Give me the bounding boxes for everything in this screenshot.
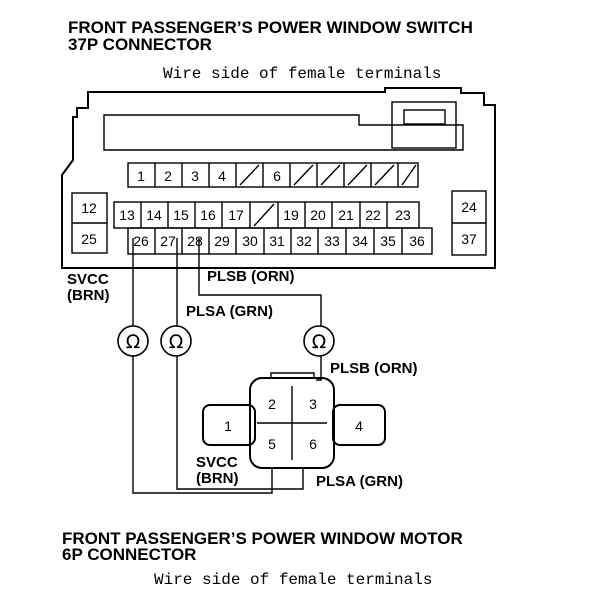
switch-title-line1: FRONT PASSENGER’S POWER WINDOW SWITCH <box>68 18 473 37</box>
svcc-label: SVCC <box>67 271 109 288</box>
plsa-label-top: PLSA (GRN) <box>186 303 273 320</box>
pin-13: 13 <box>119 207 135 223</box>
switch-subtitle: Wire side of female terminals <box>163 65 441 83</box>
pin-6: 6 <box>273 168 281 184</box>
empty-cavity-7 <box>293 164 314 186</box>
pin-15: 15 <box>173 207 189 223</box>
pin-31: 31 <box>269 233 285 249</box>
motor-pin-6: 6 <box>309 436 317 452</box>
pin-35: 35 <box>380 233 396 249</box>
pin-29: 29 <box>214 233 230 249</box>
switch-title-line2: 37P CONNECTOR <box>68 35 212 54</box>
pin-17: 17 <box>228 207 244 223</box>
motor-title-line2: 6P CONNECTOR <box>62 545 196 564</box>
pin-20: 20 <box>310 207 326 223</box>
switch-connector-latch <box>391 101 457 149</box>
empty-cavity-10 <box>374 164 395 186</box>
ohmmeter-svcc: Ω <box>117 325 149 357</box>
pin-22: 22 <box>365 207 381 223</box>
pin-16: 16 <box>200 207 216 223</box>
svcc-color-label: (BRN) <box>67 287 110 304</box>
pin-24: 24 <box>461 199 477 215</box>
ohmmeter-plsb: Ω <box>303 325 335 357</box>
pin-2: 2 <box>164 168 172 184</box>
pin-33: 33 <box>324 233 340 249</box>
pin-4: 4 <box>218 168 226 184</box>
pin-3: 3 <box>191 168 199 184</box>
empty-cavity-11 <box>401 164 417 186</box>
pin-14: 14 <box>146 207 162 223</box>
motor-connector-key <box>270 372 315 378</box>
motor-pin-3: 3 <box>309 396 317 412</box>
svcc-color-label-bottom: (BRN) <box>196 470 239 487</box>
empty-cavity-18 <box>253 203 275 227</box>
pin-34: 34 <box>352 233 368 249</box>
pin-32: 32 <box>296 233 312 249</box>
switch-connector-latch-window <box>403 109 446 125</box>
pin-27: 27 <box>160 233 176 249</box>
motor-connector-body <box>249 377 335 469</box>
motor-pin-4: 4 <box>355 418 363 434</box>
ohm-symbol-icon: Ω <box>312 331 327 353</box>
pin-37: 37 <box>461 231 477 247</box>
switch-connector-inner-shell <box>103 114 464 151</box>
pin-21: 21 <box>338 207 354 223</box>
pin-28: 28 <box>187 233 203 249</box>
switch-connector-37p: 1 2 3 4 6 12 25 13 14 15 16 17 19 20 <box>61 87 496 269</box>
pin-26: 26 <box>133 233 149 249</box>
motor-pin-1: 1 <box>224 418 232 434</box>
ohmmeter-plsa: Ω <box>160 325 192 357</box>
motor-title-line1: FRONT PASSENGER’S POWER WINDOW MOTOR <box>62 529 463 548</box>
ohm-symbol-icon: Ω <box>169 331 184 353</box>
bottom-pin-row <box>127 227 433 255</box>
plsa-wire <box>176 238 304 490</box>
svcc-label-bottom: SVCC <box>196 454 238 471</box>
svcc-wire <box>132 238 273 494</box>
pin-25: 25 <box>81 231 97 247</box>
plsb-wire <box>198 238 322 381</box>
switch-connector-housing <box>61 87 496 269</box>
motor-subtitle: Wire side of female terminals <box>154 571 432 589</box>
plsa-label-bottom: PLSA (GRN) <box>316 473 403 490</box>
motor-connector-6p: 1 2 3 4 5 6 <box>202 372 386 469</box>
ohm-symbol-icon: Ω <box>126 331 141 353</box>
pin-30: 30 <box>242 233 258 249</box>
pin-23: 23 <box>395 207 411 223</box>
top-pin-row <box>127 162 419 188</box>
empty-cavity-9 <box>347 164 368 186</box>
motor-pin-1-cell <box>202 404 256 446</box>
plsb-label-bottom: PLSB (ORN) <box>330 360 418 377</box>
plsb-label-top: PLSB (ORN) <box>207 268 295 285</box>
motor-pin-5: 5 <box>268 436 276 452</box>
pin-19: 19 <box>283 207 299 223</box>
motor-pin-2: 2 <box>268 396 276 412</box>
pin-36: 36 <box>409 233 425 249</box>
pin-1: 1 <box>137 168 145 184</box>
empty-cavity-5 <box>239 164 260 186</box>
pin-12: 12 <box>81 200 97 216</box>
empty-cavity-8 <box>320 164 341 186</box>
